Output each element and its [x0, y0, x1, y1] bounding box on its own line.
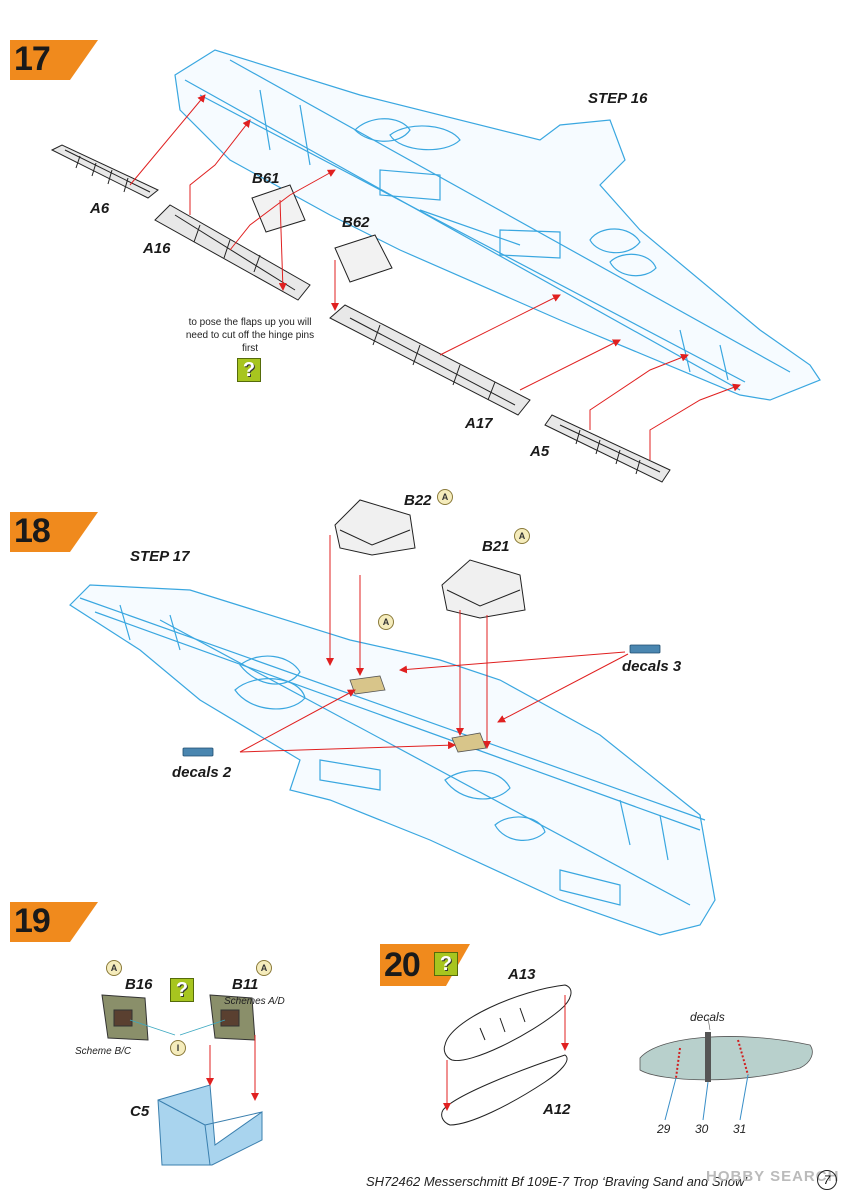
tank-decals-label: decals	[690, 1010, 725, 1024]
label-b61: B61	[252, 170, 280, 187]
label-b21: B21	[482, 538, 510, 555]
paint-code-radiator: A	[378, 614, 394, 630]
step-18-wing	[69, 584, 716, 936]
step-17-number: 17	[14, 40, 51, 78]
schemes-a-d-label: Schemes A/D	[224, 996, 285, 1007]
part-b61	[251, 184, 306, 233]
step-18-number: 18	[14, 512, 51, 550]
step-19-arrows	[206, 1035, 259, 1101]
label-a17: A17	[465, 415, 493, 432]
step-17-arrows	[129, 94, 741, 460]
step-18-reference: STEP 17	[130, 548, 190, 565]
label-b22: B22	[404, 492, 432, 509]
label-a5: A5	[530, 443, 550, 460]
step-19-lines	[129, 1019, 226, 1036]
decal-number-29: 29	[657, 1122, 671, 1136]
step-17-flag	[10, 40, 98, 80]
label-b11: B11	[232, 976, 259, 993]
decal-strips	[182, 644, 661, 757]
label-a12: A12	[543, 1101, 571, 1118]
step-17-reference: STEP 16	[588, 90, 648, 107]
part-b62	[334, 234, 393, 283]
step-19-flag	[10, 902, 98, 942]
tank-decal-view	[639, 1017, 813, 1121]
label-b62: B62	[342, 214, 370, 231]
label-a6: A6	[90, 200, 110, 217]
label-c5: C5	[130, 1103, 150, 1120]
label-b16: B16	[125, 976, 153, 993]
part-b21	[441, 559, 526, 619]
flap-note: to pose the flaps up you will need to cu…	[185, 317, 315, 354]
page-number: 7	[817, 1170, 837, 1190]
help-icon-step17: ?	[237, 358, 261, 382]
paint-code-b22: A	[437, 489, 453, 505]
step-18-arrows	[239, 535, 629, 753]
paint-code-b21: A	[514, 528, 530, 544]
part-a13	[443, 984, 572, 1062]
step-17-wing	[174, 49, 821, 401]
label-decals-2: decals 2	[172, 764, 232, 781]
step-20-arrows	[443, 995, 569, 1111]
step-19-number: 19	[14, 902, 51, 940]
radiator-slots	[349, 675, 487, 753]
label-a16: A16	[143, 240, 171, 257]
page-footer: SH72462 Messerschmitt Bf 109E-7 Trop ‘Br…	[366, 1174, 748, 1189]
decal-number-30: 30	[695, 1122, 709, 1136]
part-a5	[544, 414, 671, 483]
label-decals-3: decals 3	[622, 658, 682, 675]
watermark: HOBBY SEARCH	[706, 1168, 840, 1185]
part-a6	[50, 144, 159, 199]
label-a13: A13	[508, 966, 536, 983]
part-c5	[157, 1084, 263, 1166]
step-20-number: 20	[384, 946, 421, 984]
part-a17	[329, 304, 531, 416]
part-b22	[334, 499, 416, 556]
help-icon-step20: ?	[434, 952, 458, 976]
paint-code-i: I	[170, 1040, 186, 1056]
paint-code-b16: A	[106, 960, 122, 976]
step-18-flag	[10, 512, 98, 552]
part-b16	[101, 994, 149, 1041]
help-icon-step19: ?	[170, 978, 194, 1002]
paint-code-b11: A	[256, 960, 272, 976]
scheme-b-c-label: Scheme B/C	[75, 1046, 132, 1057]
part-a12	[441, 1054, 568, 1126]
decal-number-31: 31	[733, 1122, 747, 1136]
part-a16	[154, 204, 311, 301]
